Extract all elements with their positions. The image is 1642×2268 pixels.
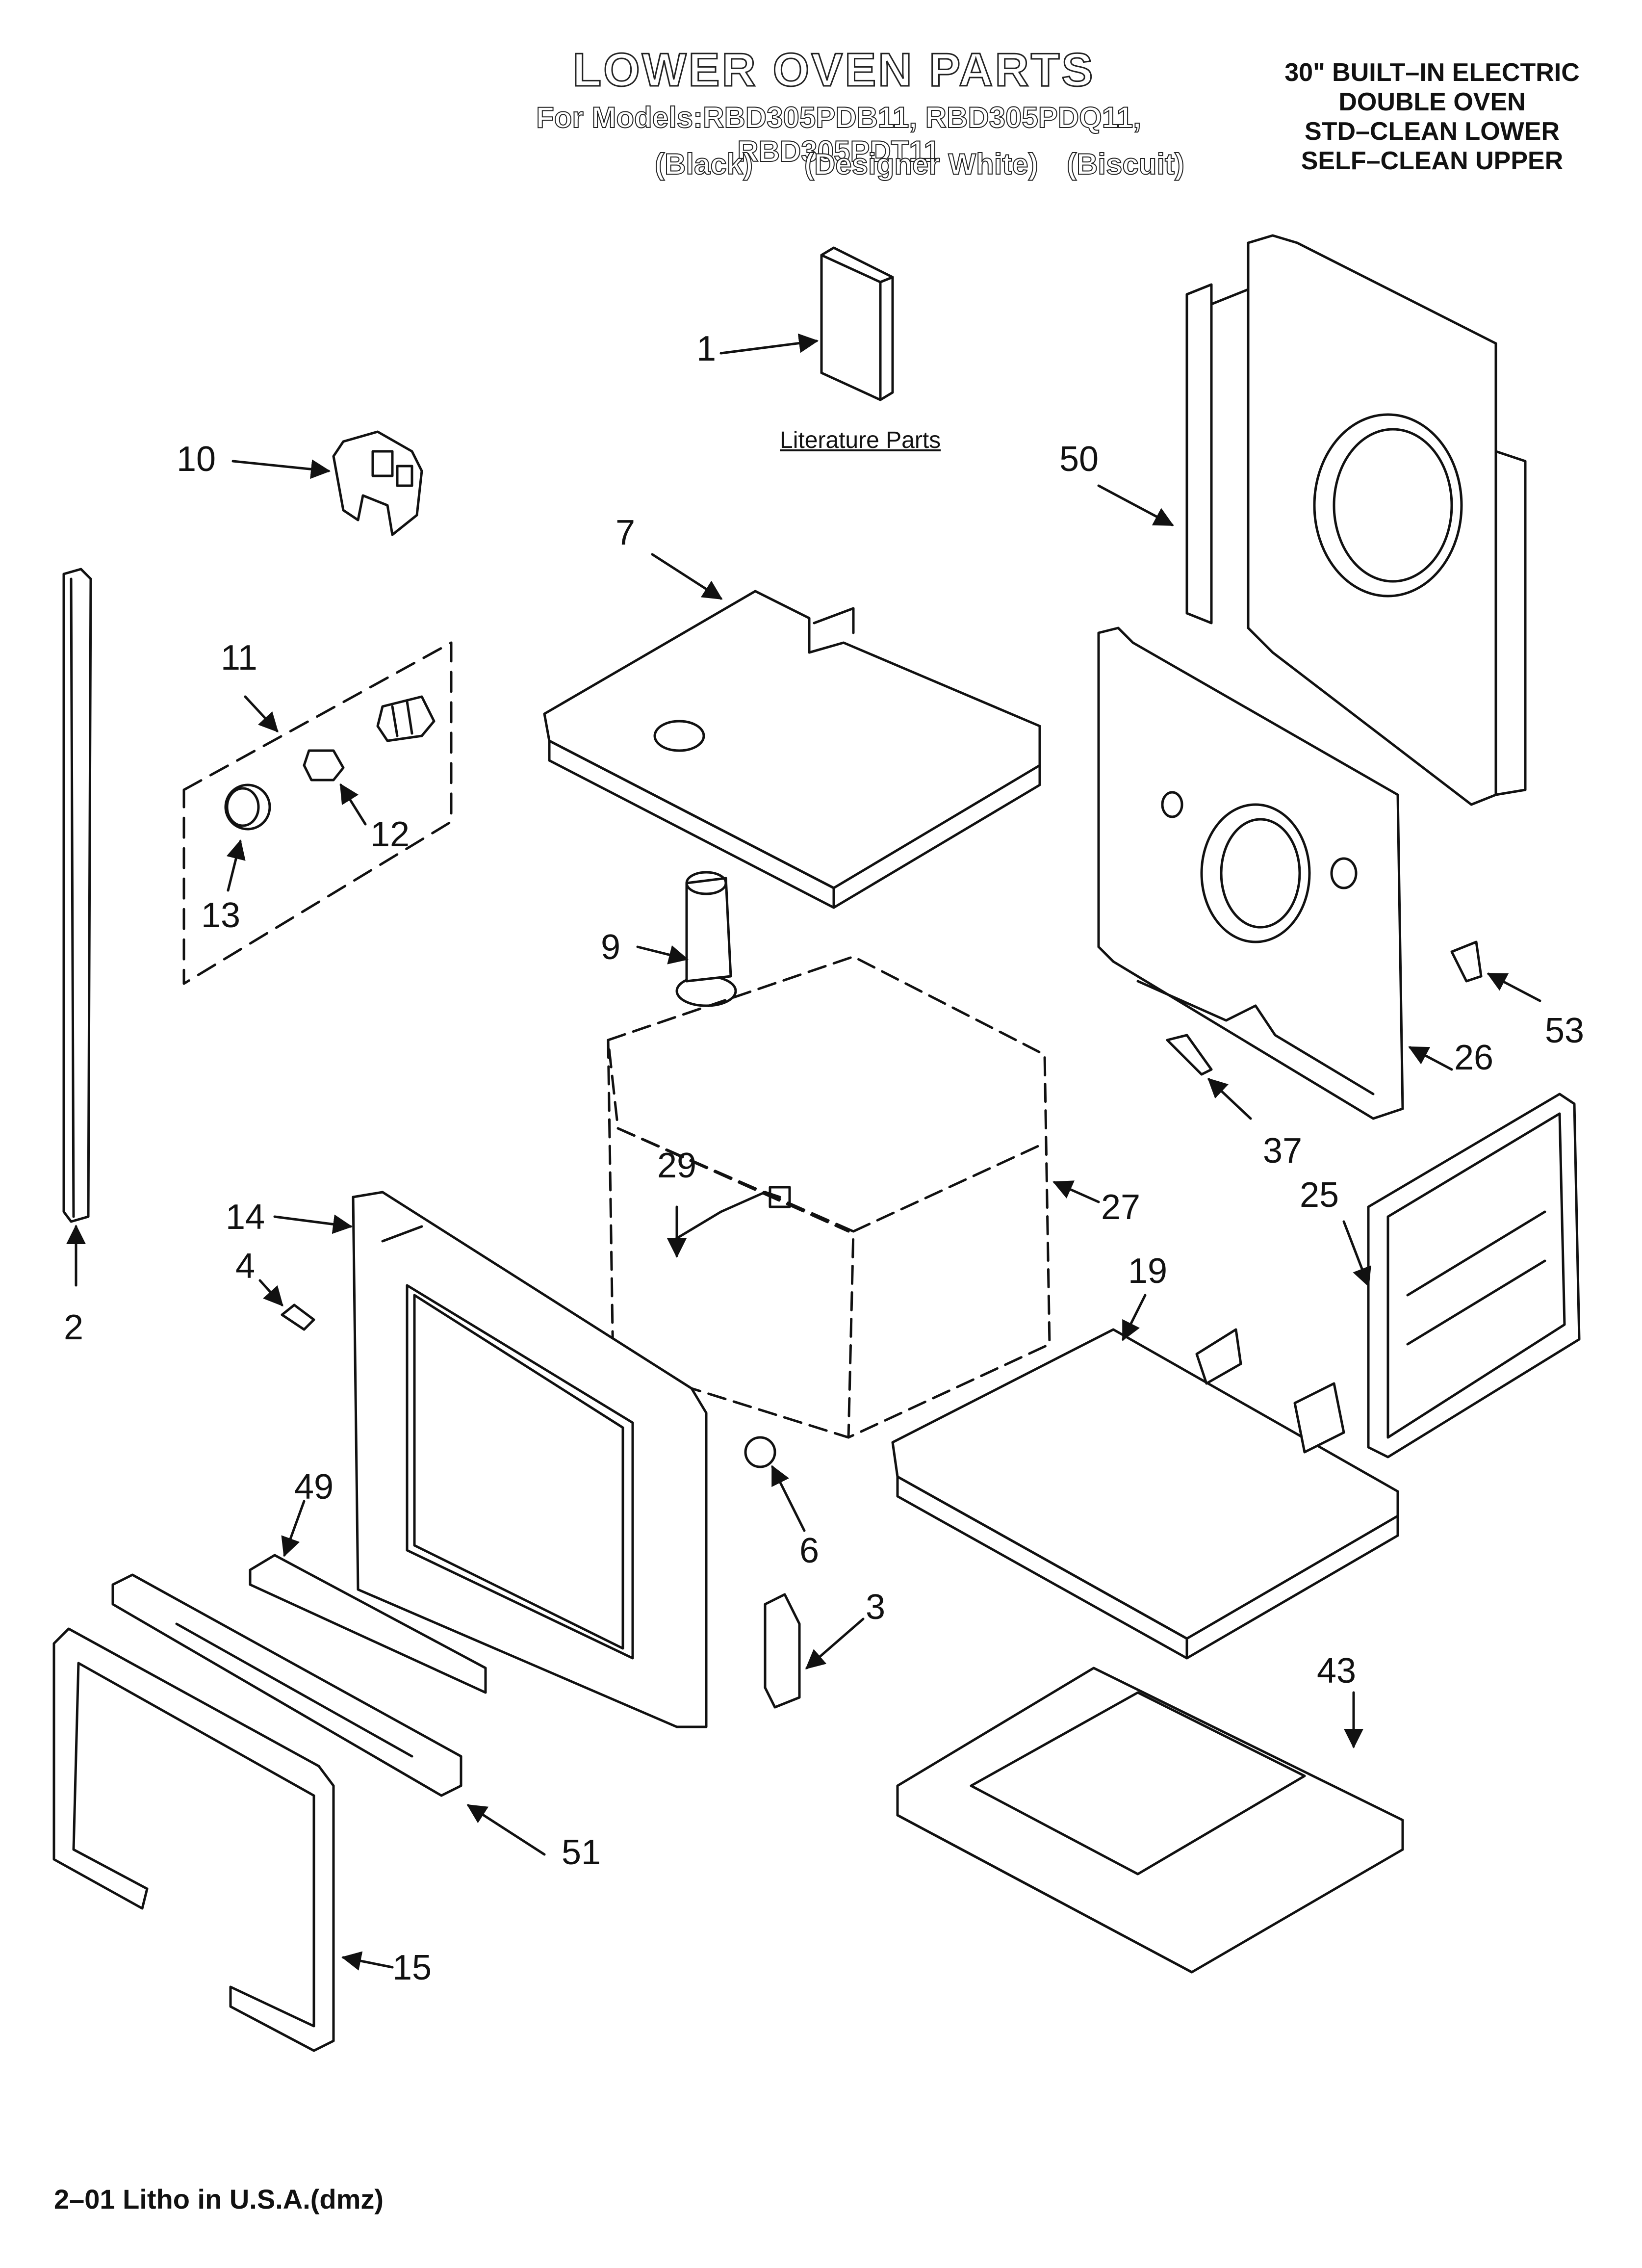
callout-9: 9 xyxy=(601,928,621,967)
plug-part xyxy=(744,1436,776,1468)
door-gasket-part xyxy=(52,1627,335,2052)
callout-49: 49 xyxy=(294,1467,334,1507)
side-trim-strip-part xyxy=(62,568,92,1223)
callout-7: 7 xyxy=(616,513,636,552)
callout-29: 29 xyxy=(657,1146,697,1185)
product-line-1: 30" BUILT–IN ELECTRIC xyxy=(1284,58,1580,87)
model-list: For Models:RBD305PDB11, RBD305PDQ11, RBD… xyxy=(536,101,1142,168)
product-line-2: DOUBLE OVEN xyxy=(1338,88,1526,116)
callout-50: 50 xyxy=(1059,440,1099,479)
print-footer: 2–01 Litho in U.S.A.(dmz) xyxy=(54,2184,384,2215)
callout-25: 25 xyxy=(1300,1175,1339,1215)
callout-2: 2 xyxy=(64,1308,84,1347)
bottom-panel-part xyxy=(891,1328,1399,1660)
vent-deflector-part xyxy=(249,1554,487,1694)
screw-part xyxy=(281,1303,315,1331)
vent-trim-part xyxy=(111,1573,462,1797)
oven-liner-part xyxy=(607,955,1051,1439)
small-bracket-part xyxy=(1166,1034,1213,1076)
callout-4: 4 xyxy=(235,1247,256,1286)
callout-37: 37 xyxy=(1263,1131,1303,1171)
callout-3: 3 xyxy=(866,1588,886,1627)
rear-wall-part xyxy=(1097,626,1404,1120)
callout-13: 13 xyxy=(201,896,241,935)
side-panel-part xyxy=(1367,1093,1581,1459)
light-socket-part xyxy=(675,871,737,1007)
callout-19: 19 xyxy=(1128,1251,1168,1291)
literature-parts-label: Literature Parts xyxy=(780,427,941,453)
callout-6: 6 xyxy=(799,1531,820,1570)
callout-27: 27 xyxy=(1101,1188,1141,1227)
color-biscuit-label: (Biscuit) xyxy=(1066,147,1185,181)
callout-51: 51 xyxy=(562,1833,601,1872)
color-black-label: (Black) xyxy=(654,147,753,181)
callout-43: 43 xyxy=(1317,1651,1357,1691)
callout-53: 53 xyxy=(1545,1011,1585,1050)
callout-1: 1 xyxy=(696,329,717,368)
product-line-3: STD–CLEAN LOWER xyxy=(1305,117,1560,146)
literature-booklet-part xyxy=(820,246,894,401)
switch-bracket-part xyxy=(332,430,423,536)
callout-10: 10 xyxy=(177,440,216,479)
oven-frame-part xyxy=(352,1191,708,1728)
hinge-bracket-part xyxy=(764,1593,801,1709)
clip-part xyxy=(1450,940,1483,983)
color-white-label: (Designer White) xyxy=(804,147,1039,181)
light-kit-group xyxy=(182,641,453,985)
bottom-pan-part xyxy=(896,1667,1404,1974)
product-line-4: SELF–CLEAN UPPER xyxy=(1301,147,1564,175)
callout-14: 14 xyxy=(226,1198,265,1237)
sensor-part xyxy=(670,1186,791,1243)
callout-26: 26 xyxy=(1454,1038,1494,1077)
back-panel-part xyxy=(1185,234,1527,806)
callout-15: 15 xyxy=(392,1948,432,1987)
callout-12: 12 xyxy=(370,815,410,854)
top-panel-part xyxy=(543,590,1041,909)
page-title: LOWER OVEN PARTS xyxy=(572,43,1095,97)
callout-11: 11 xyxy=(221,638,257,678)
